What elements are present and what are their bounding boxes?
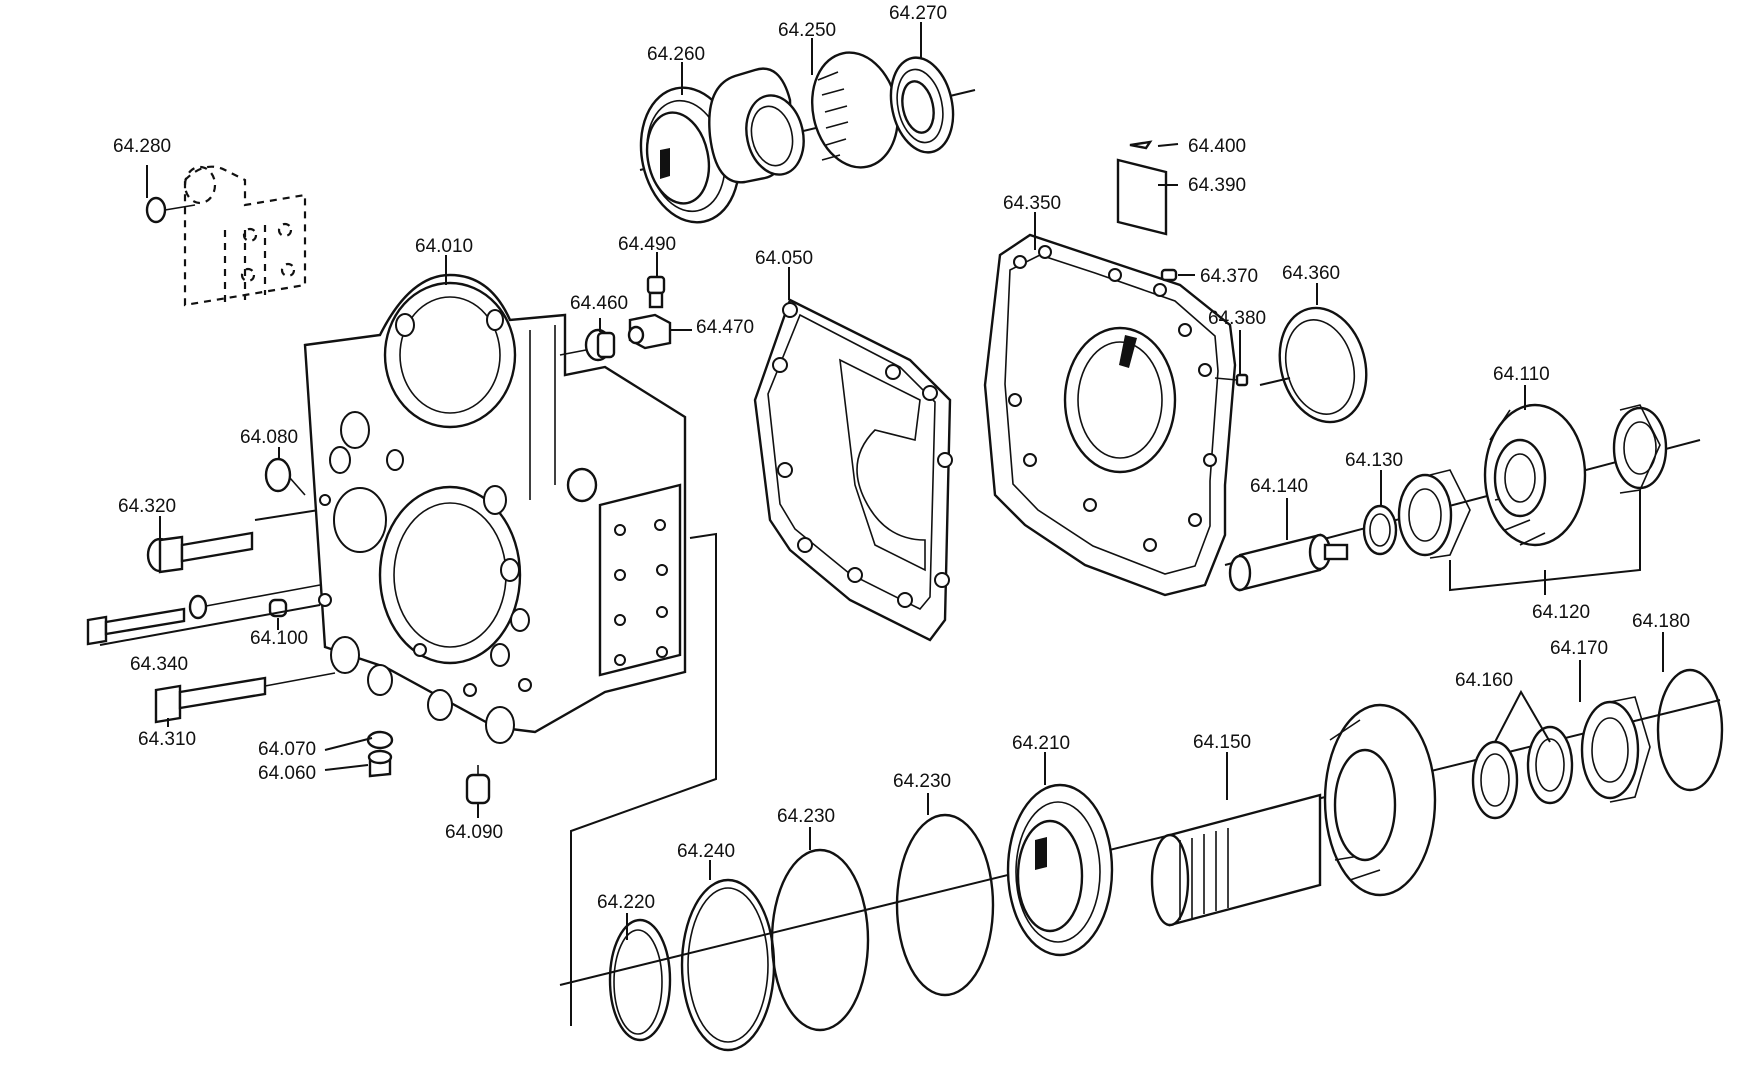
- label-64-350: 64.350: [1003, 193, 1061, 214]
- label-64-120: 64.120: [1532, 602, 1590, 623]
- label-64-010: 64.010: [415, 236, 473, 257]
- lower-axis: [559, 699, 1721, 986]
- label-64-460: 64.460: [570, 293, 628, 314]
- part-64-080-plug: [264, 457, 306, 496]
- part-64-360-seal: [1259, 306, 1368, 424]
- part-64-160-race-2: [1526, 725, 1574, 805]
- label-64-160: 64.160: [1455, 670, 1513, 691]
- label-64-170: 64.170: [1550, 638, 1608, 659]
- part-64-240-ring: [680, 878, 776, 1052]
- label-64-180: 64.180: [1632, 611, 1690, 632]
- part-64-400-pin: [1129, 140, 1153, 150]
- label-64-230-a: 64.230: [893, 771, 951, 792]
- label-64-230-b: 64.230: [777, 806, 835, 827]
- label-64-380: 64.380: [1208, 308, 1266, 329]
- label-64-060: 64.060: [258, 763, 316, 784]
- part-64-310-bolt: [154, 672, 336, 724]
- label-64-140: 64.140: [1250, 476, 1308, 497]
- part-64-250-gear: [708, 51, 900, 184]
- label-64-280: 64.280: [113, 136, 171, 157]
- part-64-060-plug: [367, 749, 393, 778]
- label-64-490: 64.490: [618, 234, 676, 255]
- label-64-400: 64.400: [1188, 136, 1246, 157]
- part-64-050-gasket: [753, 298, 953, 642]
- part-64-370-plug: [1160, 268, 1178, 282]
- leader-lines: [99, 22, 1664, 940]
- label-64-220: 64.220: [597, 892, 655, 913]
- part-64-380-pin: [1214, 373, 1249, 387]
- label-64-150: 64.150: [1193, 732, 1251, 753]
- part-64-320-bolt: [146, 531, 254, 574]
- label-64-310: 64.310: [138, 729, 196, 750]
- part-64-470-adapter: [627, 313, 672, 350]
- label-64-100: 64.100: [250, 628, 308, 649]
- part-64-120-bearing-right: [1612, 404, 1668, 494]
- label-64-390: 64.390: [1188, 175, 1246, 196]
- label-64-240: 64.240: [677, 841, 735, 862]
- part-64-090-plug: [465, 765, 491, 805]
- label-64-250: 64.250: [778, 20, 836, 41]
- label-64-470: 64.470: [696, 317, 754, 338]
- part-64-160-race-1: [1471, 740, 1519, 820]
- label-64-340: 64.340: [130, 654, 188, 675]
- label-64-070: 64.070: [258, 739, 316, 760]
- part-64-150-shaft: [1150, 703, 1437, 927]
- part-64-230-snapring-1: [770, 848, 870, 1032]
- label-64-090: 64.090: [445, 822, 503, 843]
- part-64-180-circlip: [1656, 668, 1724, 792]
- part-64-210-bearing: [1006, 783, 1114, 957]
- part-64-170-bearing: [1580, 696, 1651, 803]
- label-64-270: 64.270: [889, 3, 947, 24]
- part-64-220-circlip: [608, 918, 672, 1042]
- label-64-130: 64.130: [1345, 450, 1403, 471]
- part-64-350-cover: [983, 233, 1237, 597]
- part-64-140-pin: [1228, 533, 1349, 592]
- part-64-280-bracket: [145, 165, 307, 307]
- label-64-210: 64.210: [1012, 733, 1070, 754]
- part-64-010-housing: [254, 273, 687, 744]
- part-64-230-snapring-2: [895, 813, 995, 997]
- label-64-110: 64.110: [1493, 364, 1550, 385]
- label-64-080: 64.080: [240, 427, 298, 448]
- label-64-260: 64.260: [647, 44, 705, 65]
- part-64-390-plate: [1116, 158, 1168, 236]
- connector-line: [570, 532, 717, 1026]
- label-64-320: 64.320: [118, 496, 176, 517]
- label-64-050: 64.050: [755, 248, 813, 269]
- part-64-110-gear: [1483, 403, 1587, 547]
- part-64-340-bolt: [86, 584, 321, 646]
- part-64-120-bearing-left: [1397, 469, 1471, 559]
- label-64-370: 64.370: [1200, 266, 1258, 287]
- part-64-460-plug: [559, 328, 616, 362]
- part-64-130-washer: [1362, 504, 1398, 556]
- part-64-270-bearing: [889, 56, 955, 154]
- part-labels: 64.260 64.250 64.270 64.280 64.010 64.49…: [113, 3, 1690, 913]
- part-64-490-plug: [646, 275, 666, 309]
- label-64-360: 64.360: [1282, 263, 1340, 284]
- part-64-070-washer: [366, 730, 394, 750]
